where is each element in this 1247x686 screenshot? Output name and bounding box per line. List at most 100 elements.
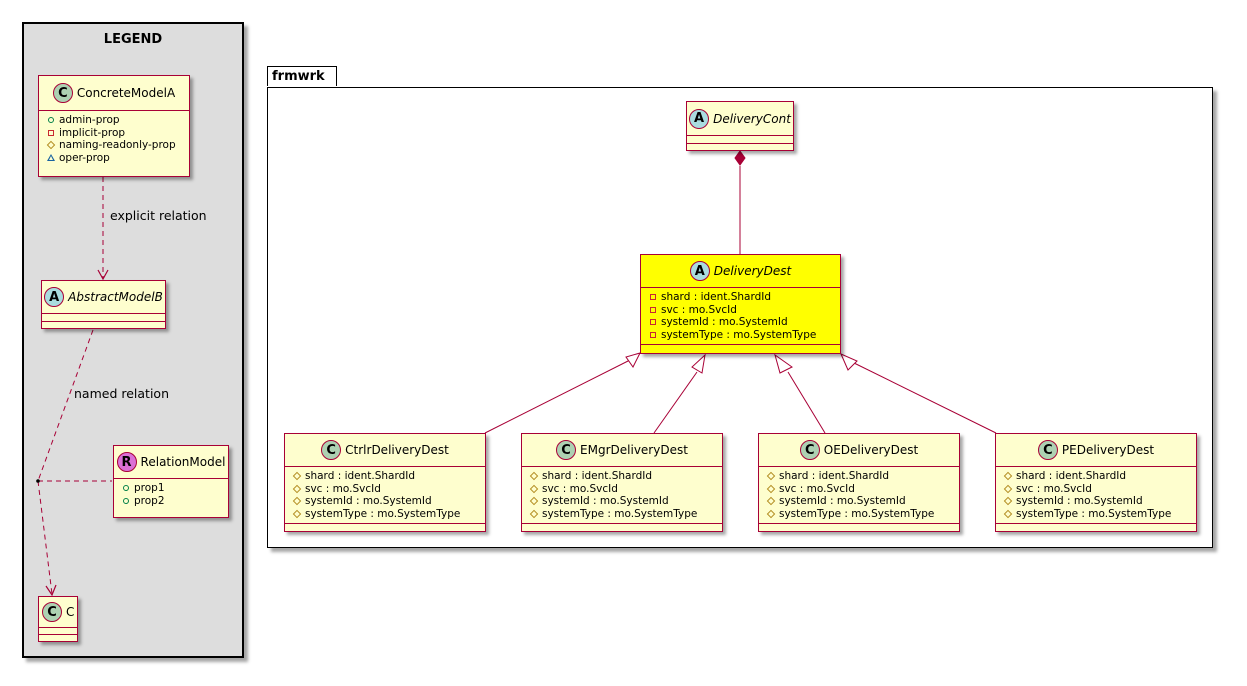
attribute-row: shard : ident.ShardId <box>528 470 722 483</box>
private-visibility-icon <box>647 329 658 341</box>
protected-visibility-icon <box>291 470 302 482</box>
class-name: C <box>66 605 75 619</box>
class-name: ConcreteModelA <box>76 86 176 100</box>
generalization-head-pe <box>840 353 858 371</box>
attribute-row: prop2 <box>120 495 228 508</box>
public-visibility-icon <box>120 482 131 494</box>
class-emgr-delivery-dest[interactable]: C EMgrDeliveryDest shard : ident.ShardId… <box>521 433 723 532</box>
protected-visibility-icon <box>291 483 302 495</box>
attribute-row: svc : mo.SvcId <box>1002 483 1196 496</box>
class-delivery-cont[interactable]: A DeliveryCont <box>686 101 794 151</box>
class-badge-icon: C <box>1037 440 1058 460</box>
protected-visibility-icon <box>1002 508 1013 520</box>
protected-visibility-icon <box>528 483 539 495</box>
class-c[interactable]: C C <box>38 596 78 642</box>
private-visibility-icon <box>647 291 658 303</box>
attribute-row: systemId : mo.SystemId <box>647 316 840 329</box>
generalization-line-oe <box>787 371 826 434</box>
generalization-head-ctrlr <box>625 352 641 368</box>
package-visibility-icon <box>45 152 56 164</box>
attribute-row: admin-prop <box>45 114 189 127</box>
attribute-row: svc : mo.SvcId <box>528 483 722 496</box>
attribute-row: systemType : mo.SystemType <box>1002 508 1196 521</box>
attribute-row: shard : ident.ShardId <box>291 470 485 483</box>
class-name: EMgrDeliveryDest <box>580 443 688 457</box>
class-name: OEDeliveryDest <box>823 443 919 457</box>
class-name: CtrlrDeliveryDest <box>345 443 449 457</box>
relation-junction-dot <box>36 479 40 483</box>
attribute-row: systemId : mo.SystemId <box>765 495 959 508</box>
private-visibility-icon <box>647 316 658 328</box>
class-name: DeliveryDest <box>713 264 792 278</box>
protected-visibility-icon <box>291 508 302 520</box>
attribute-row: shard : ident.ShardId <box>765 470 959 483</box>
class-name: AbstractModelB <box>68 290 163 304</box>
class-name: PEDeliveryDest <box>1061 443 1155 457</box>
attribute-row: shard : ident.ShardId <box>1002 470 1196 483</box>
explicit-relation-label: explicit relation <box>110 208 207 223</box>
attribute-row: systemType : mo.SystemType <box>765 508 959 521</box>
generalization-line-ctrlr <box>484 358 633 434</box>
attribute-row: naming-readonly-prop <box>45 139 189 152</box>
private-visibility-icon <box>647 304 658 316</box>
legend-title: LEGEND <box>103 32 163 47</box>
class-name: RelationModel <box>140 455 226 469</box>
protected-visibility-icon <box>1002 483 1013 495</box>
attribute-row: systemId : mo.SystemId <box>291 495 485 508</box>
attribute-row: systemId : mo.SystemId <box>1002 495 1196 508</box>
protected-visibility-icon <box>1002 495 1013 507</box>
protected-visibility-icon <box>291 495 302 507</box>
generalization-line-pe <box>851 361 997 434</box>
class-pe-delivery-dest[interactable]: C PEDeliveryDest shard : ident.ShardId s… <box>995 433 1197 532</box>
class-badge-icon: C <box>52 83 73 103</box>
protected-visibility-icon <box>528 495 539 507</box>
attribute-row: oper-prop <box>45 152 189 165</box>
named-relation-line-down <box>37 480 53 595</box>
named-relation-label: named relation <box>74 386 169 401</box>
composition-diamond <box>734 150 746 166</box>
protected-visibility-icon <box>765 470 776 482</box>
generalization-head-oe <box>774 353 793 374</box>
explicit-relation-arrowhead <box>97 269 109 281</box>
named-relation-line <box>37 329 94 482</box>
package-tab: frmwrk <box>267 66 337 86</box>
class-badge-icon: C <box>42 602 62 622</box>
attribute-row: implicit-prop <box>45 127 189 140</box>
generalization-head-emgr <box>691 353 706 374</box>
attribute-row: systemId : mo.SystemId <box>528 495 722 508</box>
class-delivery-dest[interactable]: A DeliveryDest shard : ident.ShardId svc… <box>640 254 841 354</box>
protected-visibility-icon <box>1002 470 1013 482</box>
protected-visibility-icon <box>765 508 776 520</box>
protected-visibility-icon <box>45 139 56 151</box>
attribute-row: systemType : mo.SystemType <box>647 329 840 342</box>
class-ctrlr-delivery-dest[interactable]: C CtrlrDeliveryDest shard : ident.ShardI… <box>284 433 486 532</box>
class-badge-icon: C <box>321 440 342 460</box>
attribute-row: prop1 <box>120 482 228 495</box>
private-visibility-icon <box>45 127 56 139</box>
named-relation-arrowhead <box>45 584 57 597</box>
class-oe-delivery-dest[interactable]: C OEDeliveryDest shard : ident.ShardId s… <box>758 433 960 532</box>
class-relation-model[interactable]: R RelationModel prop1 prop2 <box>113 445 229 518</box>
class-name: DeliveryCont <box>713 111 791 126</box>
protected-visibility-icon <box>528 508 539 520</box>
public-visibility-icon <box>120 495 131 507</box>
attribute-row: systemType : mo.SystemType <box>528 508 722 521</box>
attribute-row: systemType : mo.SystemType <box>291 508 485 521</box>
protected-visibility-icon <box>765 495 776 507</box>
attribute-row: shard : ident.ShardId <box>647 291 840 304</box>
protected-visibility-icon <box>765 483 776 495</box>
relation-badge-icon: R <box>116 452 137 472</box>
generalization-line-emgr <box>653 371 698 434</box>
class-concrete-model-a[interactable]: C ConcreteModelA admin-prop implicit-pro… <box>38 75 190 177</box>
abstract-badge-icon: A <box>689 261 710 281</box>
class-badge-icon: C <box>556 440 577 460</box>
attribute-row: svc : mo.SvcId <box>291 483 485 496</box>
abstract-badge-icon: A <box>689 108 710 129</box>
attribute-row: svc : mo.SvcId <box>765 483 959 496</box>
protected-visibility-icon <box>528 470 539 482</box>
class-abstract-model-b[interactable]: A AbstractModelB <box>41 280 166 329</box>
attribute-row: svc : mo.SvcId <box>647 304 840 317</box>
abstract-badge-icon: A <box>44 287 65 307</box>
class-badge-icon: C <box>799 440 820 460</box>
